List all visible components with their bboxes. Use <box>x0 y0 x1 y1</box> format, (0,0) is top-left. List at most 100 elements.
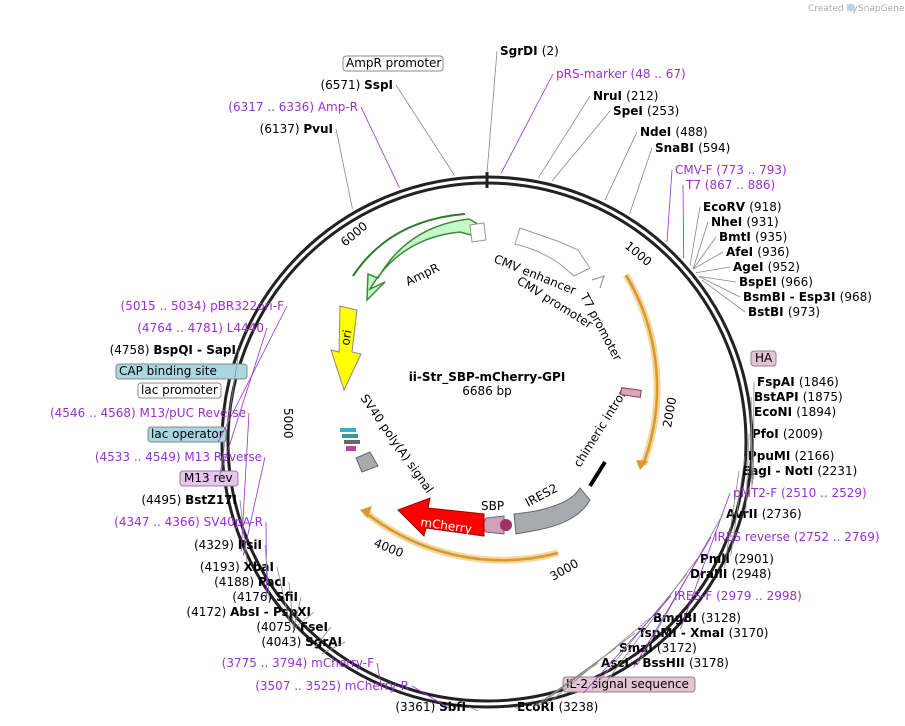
plasmid-length: 6686 bp <box>462 384 512 398</box>
leader-line <box>533 662 599 708</box>
right-site-label: CMV-F (773 .. 793) <box>675 163 787 177</box>
tick-2000: 2000 <box>660 396 679 429</box>
leader-line <box>513 706 520 710</box>
left-site-label: (4764 .. 4781) L4440 <box>137 321 264 335</box>
leader-line <box>750 411 753 489</box>
leader-line <box>288 581 294 629</box>
left-site-label: (3507 .. 3525) mCherry-R <box>255 679 409 693</box>
right-site-label: BsmBI - Esp3I (968) <box>743 290 872 304</box>
right-site-label: NruI (212) <box>593 89 658 103</box>
leader-line <box>604 558 698 685</box>
right-site-label: BstAPI (1875) <box>754 390 843 404</box>
ampr-promoter-box <box>342 55 444 72</box>
cmv-enhancer-feature <box>514 227 591 277</box>
right-site-label: AfeI (936) <box>726 245 790 259</box>
right-site-label: PpuMI (2166) <box>748 449 834 463</box>
leader-line <box>547 617 651 705</box>
leader-line <box>313 626 332 649</box>
leader-line <box>411 685 450 709</box>
ampr-feature <box>366 218 485 302</box>
leader-line <box>376 662 383 690</box>
right-site-label: NheI (931) <box>711 215 779 229</box>
leader-line <box>242 456 266 556</box>
sv40-polya-label: SV40 poly(A) signal <box>358 392 437 496</box>
credit-text: Created by <box>808 4 858 14</box>
chimeric-intron-label: chimeric intron <box>571 385 631 469</box>
leader-lines <box>217 50 755 712</box>
lac-promoter-label: lac promoter <box>141 383 218 397</box>
m13rev-feature <box>346 446 356 451</box>
left-site-label: (4758) BspQI - SapI <box>110 343 236 357</box>
il2-feature <box>500 519 512 531</box>
ori-label: ori <box>338 329 354 347</box>
leader-line <box>689 206 701 266</box>
mcherry-feature <box>397 497 485 537</box>
leader-line <box>752 381 755 480</box>
leader-line <box>698 276 741 298</box>
lac-promoter-feature <box>344 440 360 444</box>
right-site-labels: SgrDI (2)pRS-marker (48 .. 67)NruI (212)… <box>500 44 880 714</box>
right-site-label: pMT2-F (2510 .. 2529) <box>733 486 867 500</box>
right-site-label: pRS-marker (48 .. 67) <box>556 67 686 81</box>
leader-line <box>551 110 611 182</box>
t7-promoter-feature <box>591 275 605 289</box>
orf-arc-1 <box>624 274 659 466</box>
cap-label: CAP binding site <box>119 364 217 378</box>
il2-label: IL-2 signal sequence <box>566 677 689 691</box>
ampr-promoter-feature <box>469 222 487 243</box>
tick-3000: 3000 <box>548 556 581 583</box>
right-site-label: EcoRI (3238) <box>517 700 598 714</box>
sbp-label: SBP <box>481 499 504 513</box>
right-site-label: BmtI (935) <box>719 230 787 244</box>
left-site-label: (4176) SfiI <box>232 590 298 604</box>
right-site-label: AgeI (952) <box>733 260 800 274</box>
leader-line <box>500 73 554 174</box>
lac-operator-feature <box>340 428 356 432</box>
ha-label: HA <box>755 351 773 365</box>
leader-line <box>724 470 740 569</box>
leader-line <box>240 412 250 552</box>
left-site-label: (4495) BstZ17I <box>141 493 237 507</box>
leader-line <box>730 455 746 556</box>
leader-line <box>666 169 673 243</box>
snapgene-logo-icon <box>847 3 855 12</box>
ampr-label: AmpR <box>403 260 441 288</box>
sv40-polya-feature <box>355 451 379 473</box>
ha-box <box>750 350 777 367</box>
right-site-label: BspEI (966) <box>739 275 813 289</box>
left-site-label: (4533 .. 4549) M13 Reverse <box>95 450 262 464</box>
right-site-label: FspAI (1846) <box>757 375 839 389</box>
lac-features <box>340 428 360 451</box>
il2-box <box>562 676 696 693</box>
tick-4000: 4000 <box>372 536 406 560</box>
leader-line <box>538 632 636 707</box>
leader-line <box>591 573 688 690</box>
leader-line <box>264 544 270 601</box>
tick-5000: 5000 <box>281 408 295 439</box>
left-site-label: (4172) AbsI - PspXI <box>186 605 311 619</box>
right-site-label: PmlI (2901) <box>700 552 774 566</box>
leader-line <box>360 106 400 188</box>
leader-line <box>537 95 591 179</box>
orf-arrow-1 <box>636 460 648 470</box>
right-site-label: EagI - NotI (2231) <box>742 464 857 478</box>
orf-arc-2 <box>364 511 559 562</box>
right-site-label: AvrII (2736) <box>726 507 802 521</box>
leader-line <box>276 566 291 626</box>
leader-line <box>293 596 302 629</box>
left-site-label: (3361) SbfI <box>395 700 466 714</box>
left-site-label: (4188) PacI <box>214 575 286 589</box>
snapgene-credit: Created by SnapGene <box>808 3 905 14</box>
leader-line <box>750 396 754 485</box>
left-site-label: (6137) PvuI <box>260 122 333 136</box>
left-site-label: (4193) XbaI <box>200 560 274 574</box>
leader-line <box>682 184 685 259</box>
leader-line <box>395 84 455 176</box>
right-site-label: DraIII (2948) <box>690 567 771 581</box>
leader-line <box>692 251 724 270</box>
leader-line <box>745 433 750 517</box>
leader-line <box>335 128 353 210</box>
left-site-labels: (6571) SspI(6317 .. 6336) Amp-R(6137) Pv… <box>50 78 466 714</box>
leader-line <box>698 275 737 283</box>
